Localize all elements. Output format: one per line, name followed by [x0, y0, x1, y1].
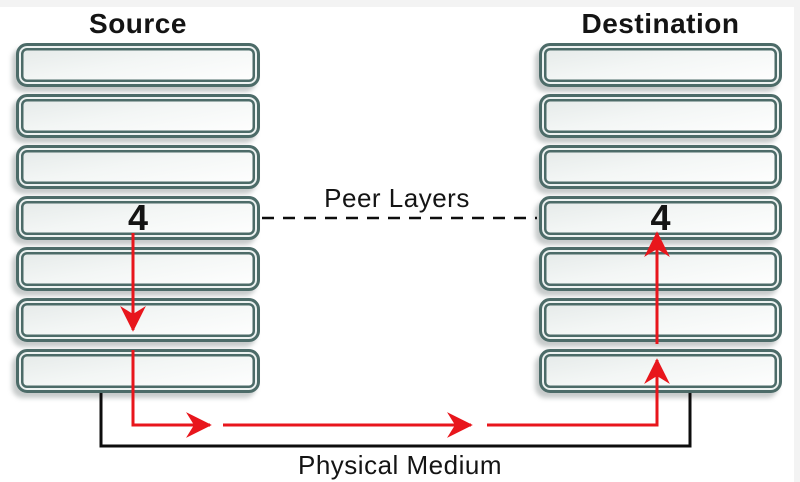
source-layer-5 [16, 247, 260, 291]
destination-layer-7 [539, 349, 782, 393]
source-layer-6 [16, 298, 260, 342]
destination-layer-5 [539, 247, 782, 291]
destination-layer-2 [539, 94, 782, 138]
destination-layer-6 [539, 298, 782, 342]
right-edge-strip [794, 0, 800, 482]
source-title: Source [89, 8, 187, 39]
source-stack: 4 [16, 43, 260, 393]
peer-layers-label: Peer Layers [324, 183, 470, 213]
destination-layer-4: 4 [539, 196, 782, 240]
source-layer-4: 4 [16, 196, 260, 240]
destination-title: Destination [581, 8, 740, 39]
physical-medium-label: Physical Medium [297, 450, 502, 480]
source-layer-2 [16, 94, 260, 138]
source-layer-1 [16, 43, 260, 87]
source-layer-3 [16, 145, 260, 189]
top-edge-strip [0, 0, 800, 7]
destination-layer-4-label: 4 [650, 197, 671, 238]
destination-stack: 4 [539, 43, 782, 393]
destination-layer-1 [539, 43, 782, 87]
source-layer-4-label: 4 [127, 197, 149, 238]
physical-medium-bracket-line [99, 393, 692, 448]
destination-layer-3 [539, 145, 782, 189]
source-layer-7 [16, 349, 260, 393]
